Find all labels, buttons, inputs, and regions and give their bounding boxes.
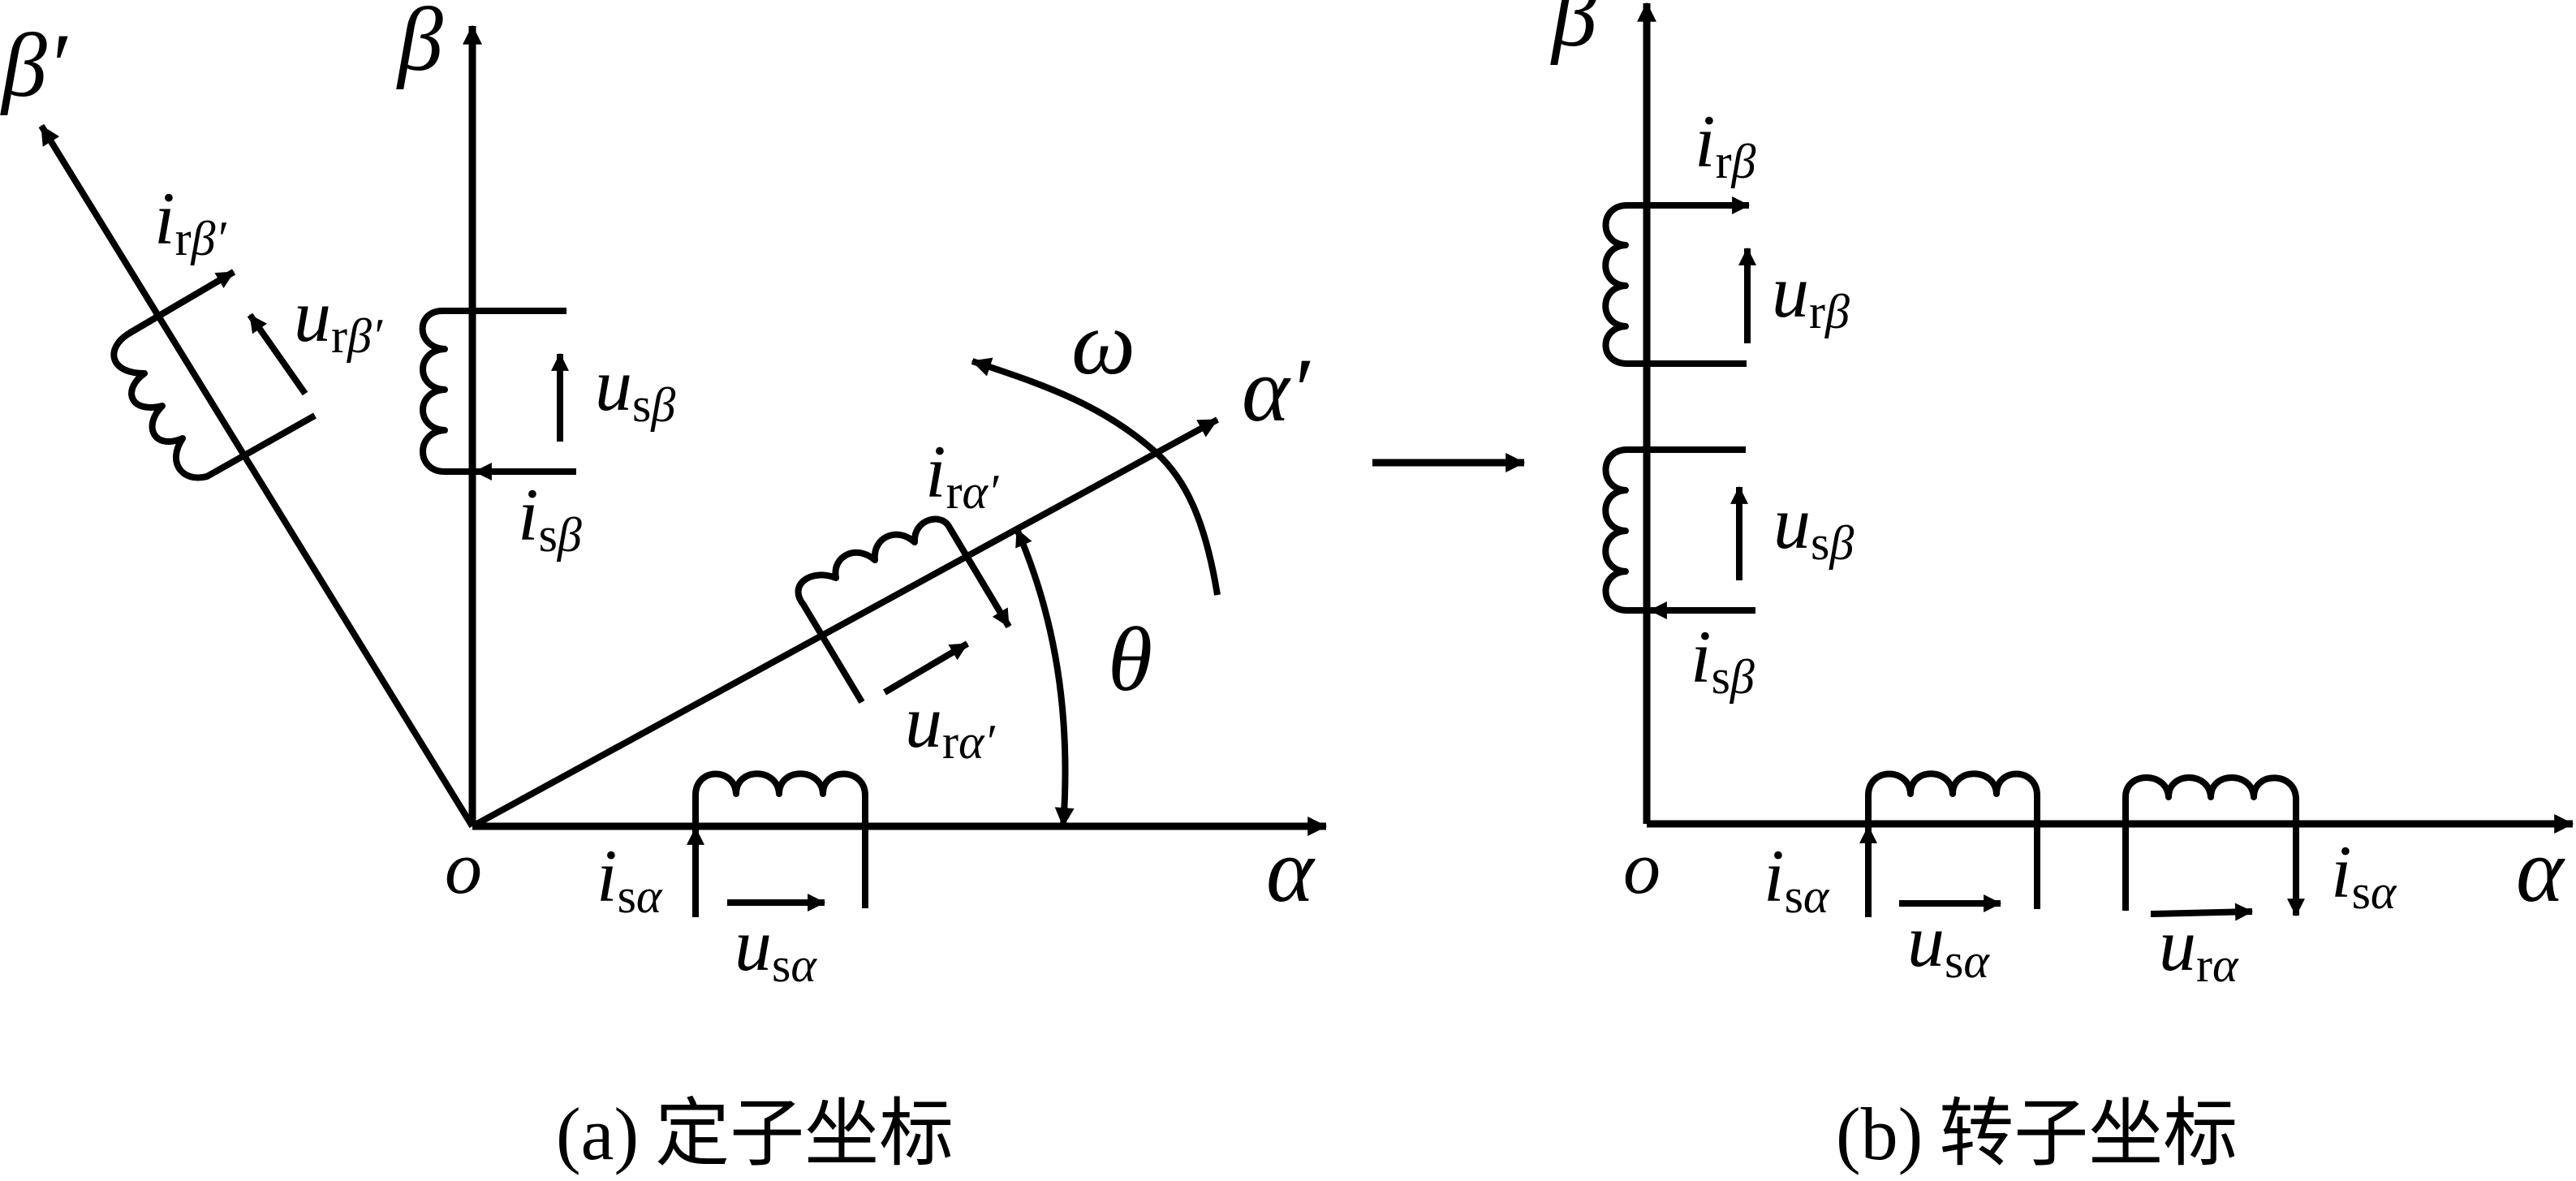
u-r-beta-label: urβ [1772,250,1850,338]
i-r-beta-label: irβ [1695,100,1756,188]
u-r-alpha-arrow [2150,903,2254,921]
i-r-beta-prime-label: irβ′ [154,177,226,265]
rotor-alpha-prime-winding [795,515,1012,705]
i-r-beta-prime-arrow [127,269,236,336]
rotor-beta-winding [1602,202,1749,367]
u-s-alpha-label: usα [1907,899,1990,988]
panel-a-caption: (a)定子坐标 [556,1093,954,1175]
panel-a-stator-frame: β′ β α′ α o ω θ isα usα usβ isβ [0,0,1328,1175]
stator-beta-winding [1602,446,1755,614]
i-s-beta-label: isβ [1691,615,1755,704]
stator-beta-winding [419,308,576,475]
origin-label: o [445,826,482,909]
stator-alpha-winding [692,770,868,917]
beta-axis-label: β [1550,0,1597,66]
u-s-beta-label: usβ [1773,481,1854,570]
omega-label: ω [1071,293,1135,394]
panel-b-caption: (b)转子坐标 [1836,1093,2238,1175]
i-s-alpha-label-left: isα [1764,834,1830,923]
u-s-alpha-label: usα [734,903,817,992]
i-r-alpha-prime-label: irα′ [925,430,999,519]
theta-angle-arc [1014,528,1075,828]
alpha-prime-axis-label: α′ [1242,340,1311,441]
u-r-alpha-prime-arrow [882,640,970,696]
u-s-beta-label: usβ [595,343,675,432]
rotor-alpha-winding [2122,774,2299,916]
origin-label: o [1623,826,1661,909]
alpha-axis-label: α [2516,821,2565,921]
i-s-alpha-label: isα [597,834,663,923]
beta-prime-axis-label: β′ [0,15,68,116]
i-s-beta-label: isβ [518,473,582,562]
beta-prime-axis [38,123,476,829]
u-r-beta-prime-label: urβ′ [294,274,383,363]
panel-b-rotor-frame: β α o irβ urβ usβ isβ isα usα [1550,0,2574,1175]
u-r-alpha-prime-label: urα′ [905,680,995,769]
omega-rotation-arc [971,357,1221,596]
rotor-beta-prime-winding [110,269,317,481]
u-r-beta-prime-arrow [247,312,308,396]
i-r-alpha-prime-arrow [946,525,1012,629]
beta-axis-label: β [396,0,443,90]
i-s-alpha-label-right: isα [2331,830,2397,919]
alpha-prime-axis [471,416,1219,830]
theta-label: θ [1108,610,1152,710]
alpha-axis-label: α [1266,821,1316,921]
u-r-alpha-label: urα [2159,903,2239,992]
stator-alpha-winding [1865,770,2040,917]
